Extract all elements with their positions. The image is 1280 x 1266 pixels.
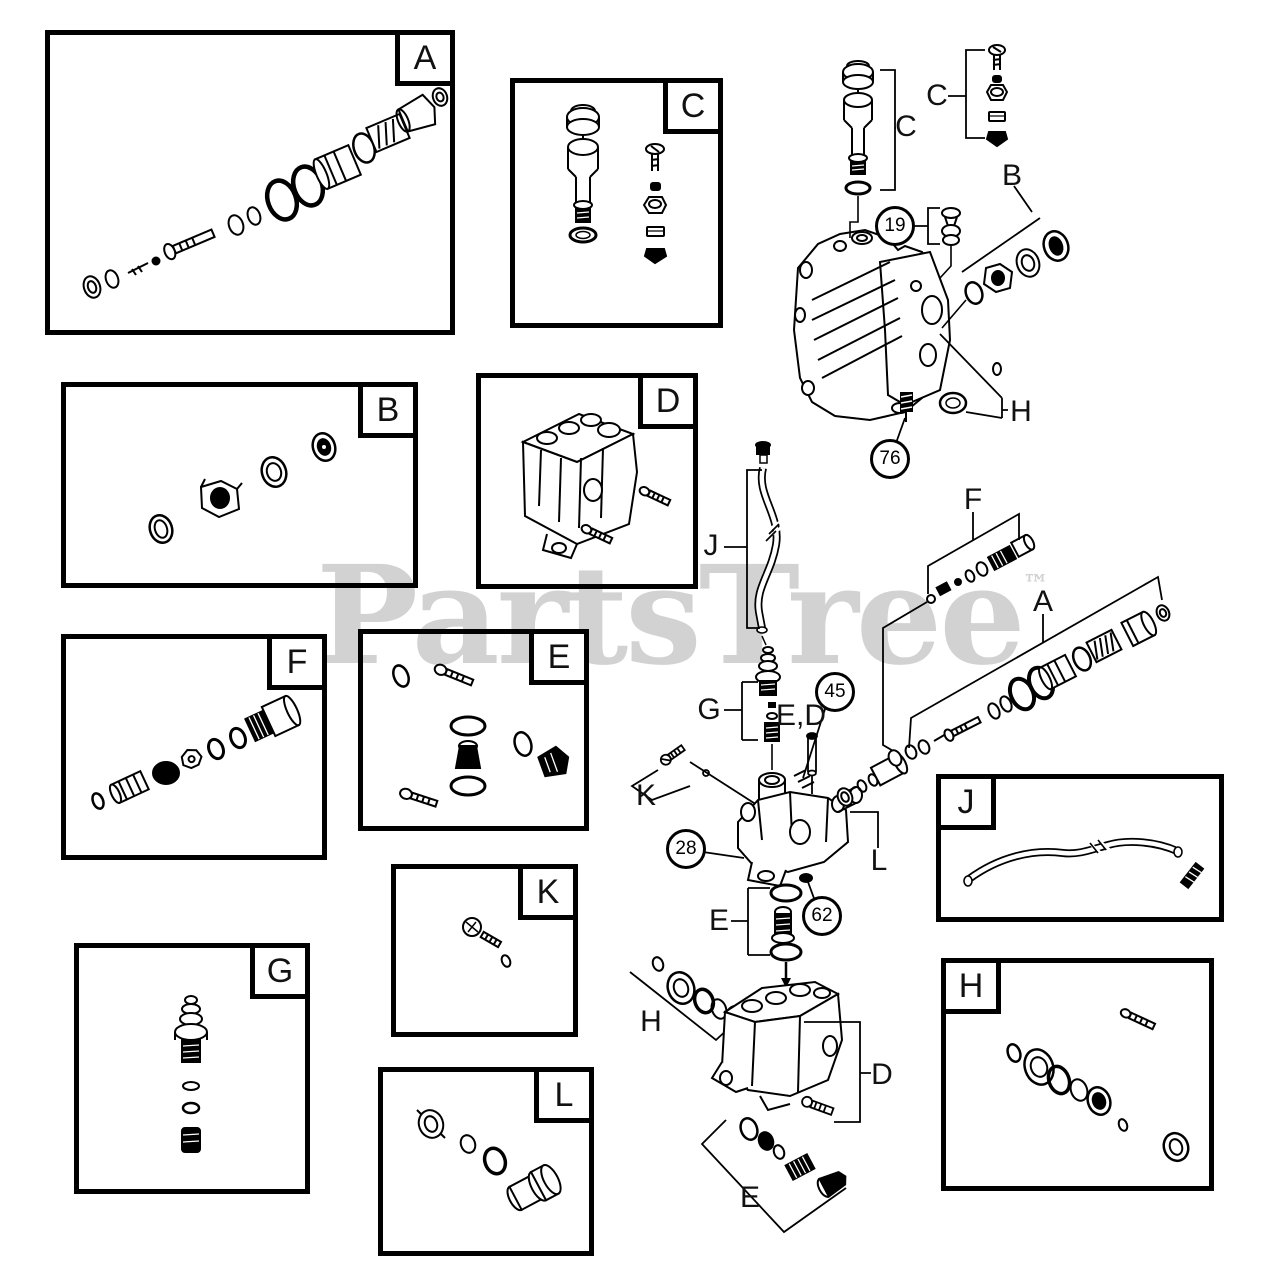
manifold-upper (737, 769, 863, 888)
panel-h-art (1006, 1008, 1190, 1163)
callout-letter-k: K (635, 779, 657, 812)
seal-h-top (938, 333, 1008, 419)
panel-l: L (378, 1067, 594, 1256)
callout-letter-c-right: C (926, 79, 948, 112)
panel-f: F (61, 634, 327, 860)
callout-letter-h-top: H (1010, 395, 1032, 428)
valve-stack-c-right (948, 44, 1009, 148)
pump-crankcase (792, 228, 952, 422)
parts-k (630, 743, 769, 813)
panel-c-art (566, 104, 668, 265)
callout-number-45: 45 (815, 672, 855, 712)
callout-letter-l: L (870, 844, 888, 877)
panel-b-label: B (358, 382, 418, 438)
panel-h-label: H (941, 958, 1001, 1014)
panel-e-label: E (529, 629, 589, 685)
callout-letter-e-bottom: E (739, 1181, 761, 1214)
panel-k: K (391, 864, 578, 1037)
callout-letter-f: F (963, 483, 983, 516)
panel-e-art (392, 663, 570, 808)
valve-stack-c-left (842, 60, 896, 238)
panel-f-label: F (267, 634, 327, 690)
watermark-text: PartsTree (316, 536, 1026, 696)
panel-g-art (174, 995, 208, 1153)
panel-g-label: G (250, 943, 310, 999)
callout-number-62: 62 (802, 896, 842, 936)
panel-a: A (45, 30, 455, 335)
panel-l-art (416, 1109, 562, 1212)
leader-28 (702, 851, 745, 859)
callout-letter-j: J (703, 529, 719, 562)
watermark-tm: ™ (1022, 570, 1049, 600)
panel-d: D (476, 373, 698, 589)
panel-a-art (82, 87, 449, 299)
panel-j-label: J (936, 774, 996, 830)
parts-row-b (941, 185, 1070, 329)
parts-e-bottom (700, 1117, 847, 1234)
panel-g: G (74, 943, 310, 1194)
callout-letter-e-mid: E (708, 904, 730, 937)
part-76-fitting (895, 392, 913, 444)
callout-letter-a: A (1032, 585, 1054, 618)
parts-g (724, 646, 781, 770)
panel-f-art (91, 694, 302, 810)
bracket-d (801, 1021, 871, 1123)
panel-c-label: C (663, 78, 723, 134)
panel-b-art (148, 432, 337, 544)
panel-d-art (520, 412, 672, 560)
panel-c: C (510, 78, 723, 328)
panel-l-label: L (534, 1067, 594, 1123)
callout-letter-g: G (697, 693, 721, 726)
panel-j-art (963, 835, 1205, 890)
callout-number-28: 28 (666, 829, 706, 869)
panel-b: B (61, 382, 418, 588)
parts-a (887, 575, 1171, 767)
callout-letter-c-left: C (895, 110, 917, 143)
panel-k-label: K (518, 864, 578, 920)
callout-number-76: 76 (870, 439, 910, 479)
parts-e-mid (731, 883, 803, 988)
panel-k-art (462, 917, 512, 968)
pin-ed (802, 705, 827, 794)
hose-j (724, 441, 785, 646)
panel-d-label: D (638, 373, 698, 429)
callout-letter-b: B (1001, 159, 1023, 192)
manifold-lower (710, 980, 844, 1112)
watermark: PartsTree™ (316, 548, 1049, 684)
panel-a-label: A (395, 30, 455, 86)
parts-f (882, 512, 1036, 753)
panel-e: E (358, 629, 589, 831)
panel-j: J (936, 774, 1224, 922)
callout-letter-h-bottom: H (640, 1005, 662, 1038)
callout-letter-d: D (871, 1058, 893, 1091)
callout-number-19: 19 (875, 206, 915, 246)
panel-h: H (941, 958, 1214, 1191)
callout-letter-ed: E,D (775, 699, 827, 732)
